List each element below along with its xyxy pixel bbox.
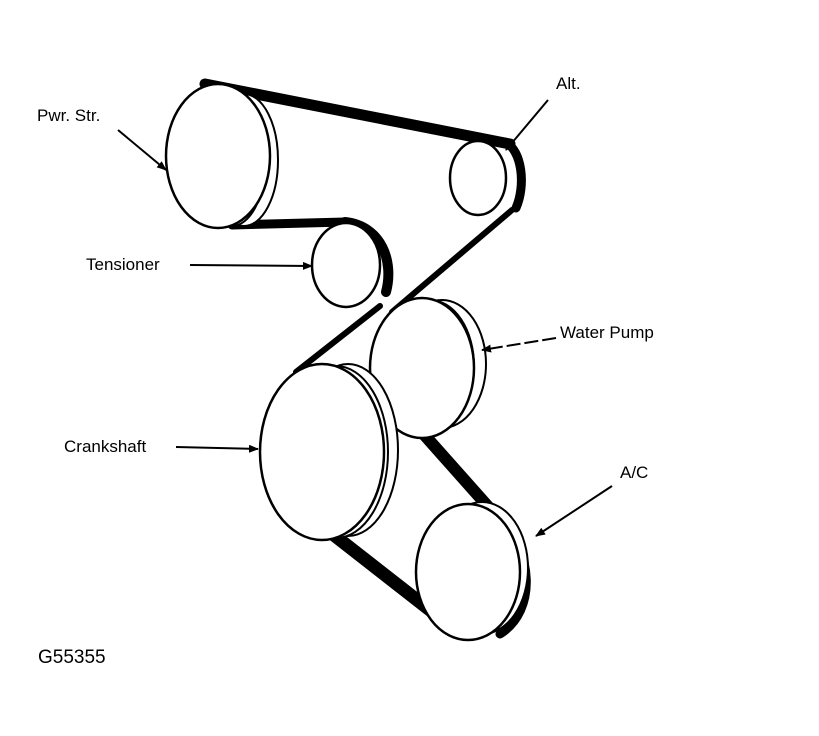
leader-arrows bbox=[117, 99, 613, 537]
figure-code: G55355 bbox=[38, 647, 106, 668]
belt-span-pwrstr-alt bbox=[199, 78, 516, 150]
arrow-tensioner bbox=[189, 261, 313, 270]
crankshaft-pulley bbox=[258, 362, 399, 542]
arrow-water-pump bbox=[481, 337, 557, 353]
label-water-pump: Water Pump bbox=[560, 323, 654, 342]
arrow-pwr-str bbox=[117, 129, 167, 171]
ac-pulley bbox=[414, 501, 529, 642]
label-crankshaft: Crankshaft bbox=[64, 437, 146, 456]
belt-wrap-alt bbox=[500, 137, 526, 213]
label-pwr-str: Pwr. Str. bbox=[37, 106, 100, 125]
belt-span-alt-waterpump bbox=[389, 207, 515, 315]
tensioner-pulley bbox=[310, 221, 382, 309]
arrow-ac bbox=[535, 485, 613, 537]
label-alt: Alt. bbox=[556, 74, 581, 93]
arrow-crankshaft bbox=[175, 444, 259, 453]
water-pump-pulley bbox=[368, 296, 487, 440]
label-ac: A/C bbox=[620, 463, 648, 482]
alternator-pulley bbox=[448, 139, 508, 217]
power-steering-pulley bbox=[164, 82, 279, 230]
belt-span-tensioner-crank bbox=[293, 303, 383, 375]
label-tensioner: Tensioner bbox=[86, 255, 160, 274]
arrow-alt bbox=[505, 99, 549, 151]
